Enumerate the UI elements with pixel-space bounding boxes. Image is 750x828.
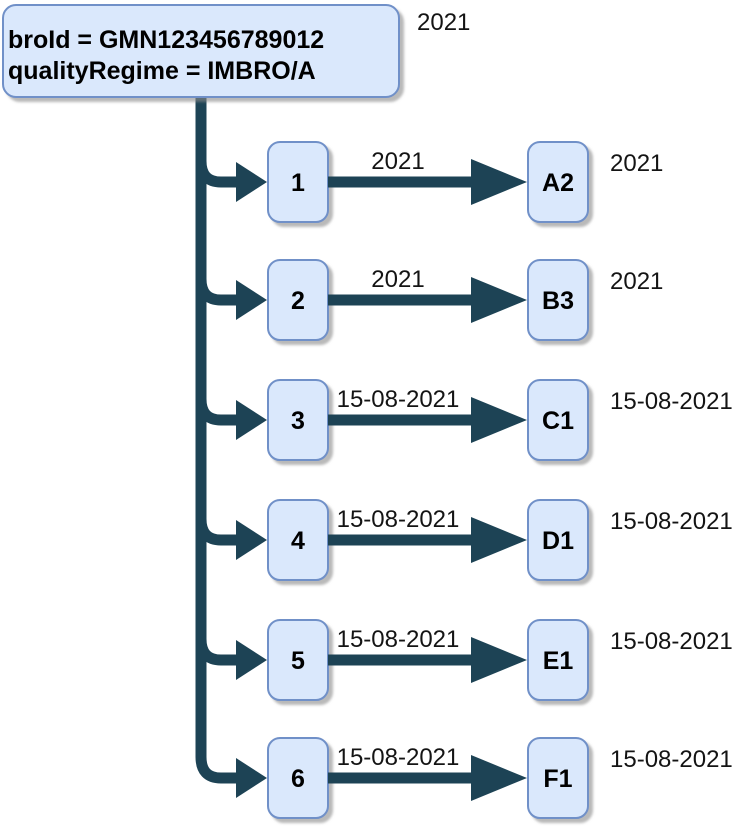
root-node-line1: broId = GMN123456789012: [8, 26, 324, 54]
branch-connector: [195, 252, 237, 306]
target-node-label: C1: [542, 407, 574, 435]
edge-date-label: 15-08-2021: [337, 386, 460, 413]
branch-connector: [195, 134, 237, 188]
target-node: [527, 259, 589, 341]
source-node-label: 1: [291, 169, 305, 197]
target-node: [527, 379, 589, 461]
target-node: [527, 499, 589, 581]
node-side-date-label: 15-08-2021: [610, 388, 733, 415]
source-node-label: 5: [291, 647, 305, 675]
target-node-label: A2: [542, 169, 574, 197]
source-node-label: 3: [291, 407, 305, 435]
branch-arrowhead-icon: [236, 520, 267, 560]
edge-arrowhead-icon: [471, 277, 527, 323]
source-node-label: 2: [291, 287, 305, 315]
edge-arrowhead-icon: [471, 517, 527, 563]
edge-date-label: 15-08-2021: [337, 506, 460, 533]
node-side-date-label: 15-08-2021: [610, 746, 733, 773]
root-side-label: 2021: [417, 9, 470, 36]
branch-arrowhead-icon: [236, 280, 267, 320]
node-side-date-label: 15-08-2021: [610, 628, 733, 655]
branch-rows: 12021A2202122021B32021315-08-2021C115-08…: [195, 134, 733, 819]
target-node: [527, 141, 589, 223]
target-node-label: F1: [543, 765, 572, 793]
root-node-line2: qualityRegime = IMBRO/A: [8, 57, 316, 85]
branch-connector: [195, 372, 237, 426]
root-node: [2, 4, 400, 98]
root-node-group: broId = GMN123456789012 qualityRegime = …: [2, 4, 470, 98]
target-node-label: E1: [543, 647, 574, 675]
target-node: [527, 737, 589, 819]
target-node: [527, 619, 589, 701]
edge-arrowhead-icon: [471, 397, 527, 443]
target-node-label: B3: [542, 287, 574, 315]
branch-arrowhead-icon: [236, 758, 267, 798]
source-node-label: 4: [291, 527, 305, 555]
branch-connector: [195, 612, 237, 666]
node-side-date-label: 2021: [610, 268, 663, 295]
node-side-date-label: 2021: [610, 150, 663, 177]
source-node-label: 6: [291, 765, 305, 793]
edge-date-label: 15-08-2021: [337, 626, 460, 653]
edge-arrowhead-icon: [471, 637, 527, 683]
trunk-connector: [195, 95, 237, 784]
edge-arrowhead-icon: [471, 755, 527, 801]
target-node-label: D1: [542, 527, 574, 555]
edge-arrowhead-icon: [471, 159, 527, 205]
branch-arrowhead-icon: [236, 640, 267, 680]
edge-date-label: 15-08-2021: [337, 744, 460, 771]
edge-date-label: 2021: [371, 148, 424, 175]
node-side-date-label: 15-08-2021: [610, 508, 733, 535]
branch-connector: [195, 492, 237, 546]
edge-date-label: 2021: [371, 266, 424, 293]
branch-arrowhead-icon: [236, 162, 267, 202]
branch-arrowhead-icon: [236, 400, 267, 440]
